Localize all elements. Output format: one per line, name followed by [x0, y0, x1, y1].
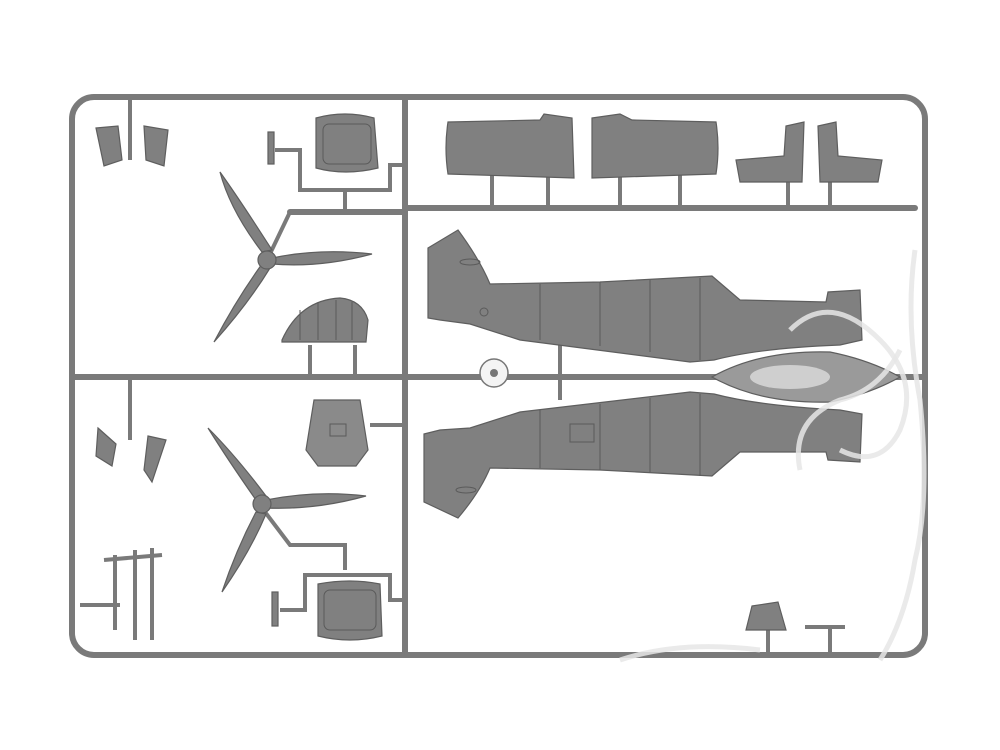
part-fuselage-half-top	[427, 229, 863, 377]
part-landing-gear-legs	[80, 548, 163, 640]
part-propeller-bottom	[207, 427, 367, 593]
part-cowling-top	[267, 113, 408, 215]
watermark-swirl	[619, 249, 927, 663]
part-wing-tips	[95, 377, 167, 484]
part-tail-fins	[735, 121, 883, 208]
part-fuselage-half-bottom	[423, 377, 863, 519]
part-cowling-bottom	[271, 573, 405, 641]
part-seat-bracket	[95, 97, 169, 167]
part-floor-plate	[305, 399, 405, 467]
part-engine-cover-2	[591, 113, 719, 208]
part-engine-cover-1	[445, 113, 575, 208]
part-gear-disc	[479, 358, 509, 388]
part-tailwheel	[745, 601, 845, 655]
part-canopy-frame	[281, 297, 369, 377]
part-propeller-top	[213, 171, 373, 343]
part-spinner-hub	[710, 351, 902, 403]
